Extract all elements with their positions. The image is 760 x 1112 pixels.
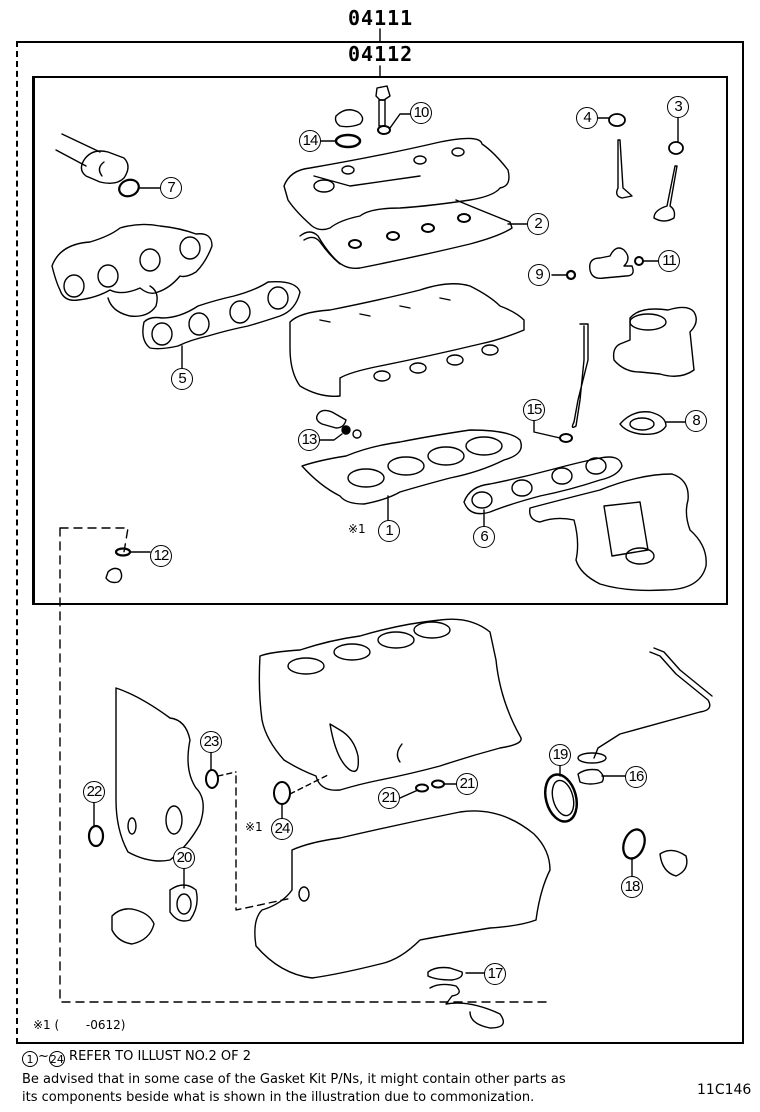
refer-illustration-note: 1~24 REFER TO ILLUST NO.2 OF 2 bbox=[22, 1049, 251, 1067]
advice-text-line-1: Be advised that in some case of the Gask… bbox=[22, 1072, 566, 1087]
gasket-16-drawing bbox=[577, 768, 626, 785]
ring-24-drawing bbox=[273, 781, 291, 819]
refer-tilde: ~ bbox=[38, 1049, 49, 1064]
note-mark-24: ※1 bbox=[245, 820, 263, 834]
refer-to-callout[interactable]: 24 bbox=[48, 1051, 65, 1067]
assembly-code-top: 04111 bbox=[348, 6, 414, 30]
ring-21-drawing bbox=[399, 779, 457, 799]
bolt-drawing bbox=[375, 85, 411, 135]
exhaust-valve-drawing bbox=[653, 116, 684, 222]
exhaust-pipe-drawing bbox=[55, 133, 129, 185]
seal-14-drawing bbox=[314, 133, 362, 149]
callout-20[interactable]: 20 bbox=[173, 847, 195, 869]
callout-2[interactable]: 2 bbox=[527, 213, 549, 235]
refer-text: REFER TO ILLUST NO.2 OF 2 bbox=[64, 1049, 252, 1064]
callout-21-right[interactable]: 21 bbox=[456, 773, 478, 795]
water-inlet-housing-drawing bbox=[612, 306, 697, 377]
callout-11[interactable]: 11 bbox=[658, 250, 680, 272]
callout-24[interactable]: 24 bbox=[271, 818, 293, 840]
oil-seal-19-drawing bbox=[543, 765, 579, 823]
callout-8[interactable]: 8 bbox=[685, 410, 707, 432]
illustration-id: 11C146 bbox=[697, 1082, 752, 1098]
callout-23[interactable]: 23 bbox=[200, 731, 222, 753]
exhaust-gasket-5-drawing bbox=[142, 281, 301, 369]
exhaust-manifold-drawing bbox=[51, 223, 213, 317]
callout-19[interactable]: 19 bbox=[549, 744, 571, 766]
water-pump-gasket-20-drawing bbox=[111, 867, 198, 945]
gasket-17-drawing bbox=[427, 966, 504, 1029]
callout-18[interactable]: 18 bbox=[621, 876, 643, 898]
ring-22-drawing bbox=[87, 801, 105, 848]
callout-4[interactable]: 4 bbox=[576, 107, 598, 129]
callout-1[interactable]: 1 bbox=[378, 520, 400, 542]
callout-21-left[interactable]: 21 bbox=[378, 787, 400, 809]
callout-13[interactable]: 13 bbox=[298, 429, 320, 451]
cylinder-head-gasket-1-drawing bbox=[301, 429, 522, 521]
ring-12-drawing bbox=[105, 547, 151, 584]
callout-15[interactable]: 15 bbox=[523, 399, 545, 421]
timing-chain-cover-drawing bbox=[115, 687, 204, 862]
dipstick-guide-drawing bbox=[533, 323, 589, 443]
plug-13-drawing bbox=[315, 409, 362, 441]
gasket-kit-frame bbox=[16, 41, 744, 1044]
group-boundary-dashed bbox=[59, 527, 547, 1003]
gasket-8-drawing bbox=[619, 411, 686, 436]
callout-5[interactable]: 5 bbox=[171, 368, 193, 390]
callout-7[interactable]: 7 bbox=[160, 177, 182, 199]
cylinder-head-cover-drawing bbox=[283, 137, 510, 231]
callout-17[interactable]: 17 bbox=[484, 963, 506, 985]
assembly-code-sub: 04112 bbox=[348, 42, 414, 66]
intake-gasket-6-drawing bbox=[463, 456, 623, 527]
group-boundary-dashed bbox=[235, 775, 293, 911]
callout-12[interactable]: 12 bbox=[150, 545, 172, 567]
oil-cap-drawing bbox=[334, 109, 364, 128]
ring-7-drawing bbox=[118, 178, 161, 198]
advice-text-line-2: its components beside what is shown in t… bbox=[22, 1090, 535, 1105]
intake-manifold-drawing bbox=[529, 473, 707, 592]
callout-3[interactable]: 3 bbox=[667, 96, 689, 118]
water-outlet-fitting-drawing bbox=[551, 247, 659, 281]
oil-pan-drawing bbox=[254, 810, 551, 979]
dipstick-tube-drawing bbox=[577, 647, 713, 764]
callout-14[interactable]: 14 bbox=[299, 130, 321, 152]
cylinder-head-drawing bbox=[289, 283, 525, 397]
oil-seal-18-drawing bbox=[622, 828, 688, 877]
refer-from-callout[interactable]: 1 bbox=[22, 1051, 38, 1067]
callout-22[interactable]: 22 bbox=[83, 781, 105, 803]
note-mark-1: ※1 bbox=[348, 522, 366, 536]
intake-valve-drawing bbox=[597, 113, 633, 199]
footnote-date-range: ※1 ( -0612) bbox=[33, 1018, 126, 1032]
callout-16[interactable]: 16 bbox=[625, 766, 647, 788]
callout-6[interactable]: 6 bbox=[473, 526, 495, 548]
cylinder-block-drawing bbox=[258, 618, 522, 791]
callout-10[interactable]: 10 bbox=[410, 102, 432, 124]
ring-23-drawing bbox=[205, 751, 219, 789]
callout-9[interactable]: 9 bbox=[528, 264, 550, 286]
head-cover-gasket-2-drawing bbox=[299, 199, 528, 270]
